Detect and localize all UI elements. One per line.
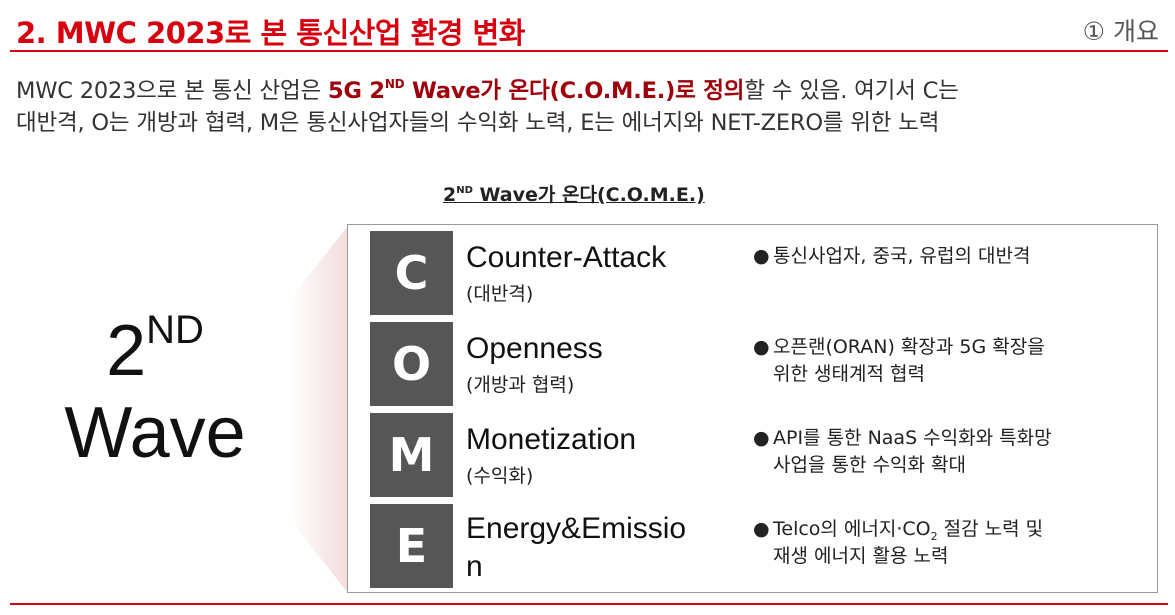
diagram-title: 2ND Wave가 온다(C.O.M.E.) bbox=[443, 180, 705, 207]
come-row-m: M Monetization (수익화) ● API를 통한 NaaS 수익화와… bbox=[348, 413, 1159, 497]
row-korean-term: (개방과 협력) bbox=[466, 374, 575, 396]
row-english-term: Monetization bbox=[466, 423, 637, 456]
desc-subscript: 2 bbox=[930, 530, 938, 543]
desc-text-b: 절감 노력 및 bbox=[937, 518, 1044, 540]
wave-num: 2 bbox=[106, 311, 147, 391]
come-row-o: O Openness (개방과 협력) ● 오픈랜(ORAN) 확장과 5G 확… bbox=[348, 322, 1159, 406]
bottom-divider bbox=[10, 603, 1168, 605]
intro-highlight-a: 5G 2 bbox=[328, 78, 385, 104]
diagram-title-sup: ND bbox=[456, 185, 473, 196]
intro-paragraph: MWC 2023으로 본 통신 산업은 5G 2ND Wave가 온다(C.O.… bbox=[16, 75, 1166, 139]
desc-line: 오픈랜(ORAN) 확장과 5G 확장을 bbox=[773, 336, 1045, 358]
letter-tile: C bbox=[370, 231, 453, 315]
row-description: ● 오픈랜(ORAN) 확장과 5G 확장을 위한 생태계적 협력 bbox=[753, 334, 1148, 388]
row-korean-term: (수익화) bbox=[466, 465, 534, 487]
desc-line: API를 통한 NaaS 수익화와 특화망 bbox=[773, 427, 1052, 449]
row-english-term: Openness bbox=[466, 332, 603, 365]
row-description: ● 통신사업자, 중국, 유럽의 대반격 bbox=[753, 243, 1148, 270]
bullet-dot: ● bbox=[753, 245, 770, 267]
come-box: C Counter-Attack (대반격) ● 통신사업자, 중국, 유럽의 … bbox=[347, 224, 1158, 593]
row-english-term: Counter-Attack bbox=[466, 241, 667, 274]
intro-text-after: 할 수 있음. 여기서 C는 bbox=[744, 78, 959, 104]
desc-line: 위한 생태계적 협력 bbox=[773, 363, 925, 385]
intro-text: MWC 2023으로 본 통신 산업은 bbox=[16, 78, 328, 104]
letter-tile: O bbox=[370, 322, 453, 406]
intro-highlight: 5G 2ND Wave가 온다(C.O.M.E.)로 정의 bbox=[328, 77, 745, 104]
desc-line: Telco의 에너지·CO2 절감 노력 및 bbox=[773, 516, 1148, 543]
intro-highlight-b: Wave가 온다(C.O.M.E.)로 정의 bbox=[404, 78, 745, 104]
come-row-e: E Energy&Emission ● Telco의 에너지·CO2 절감 노력… bbox=[348, 504, 1159, 588]
desc-line: 사업을 통한 수익화 확대 bbox=[773, 454, 966, 476]
connector-wedge bbox=[290, 226, 348, 593]
row-english-term: Energy&Emission bbox=[466, 512, 687, 583]
desc-line: 통신사업자, 중국, 유럽의 대반격 bbox=[773, 245, 1031, 267]
letter-tile: E bbox=[370, 504, 453, 588]
intro-highlight-sup: ND bbox=[384, 77, 405, 91]
section-tag: ① 개요 bbox=[1082, 17, 1159, 46]
bullet-dot: ● bbox=[753, 427, 770, 449]
wave-word: Wave bbox=[64, 393, 246, 473]
bullet-dot: ● bbox=[753, 336, 770, 358]
title-divider bbox=[10, 50, 1168, 52]
intro-line-1: MWC 2023으로 본 통신 산업은 5G 2ND Wave가 온다(C.O.… bbox=[16, 75, 1166, 107]
diagram-title-b: Wave가 온다(C.O.M.E.) bbox=[472, 184, 705, 206]
intro-line-2: 대반격, O는 개방과 협력, M은 통신사업자들의 수익화 노력, E는 에너… bbox=[16, 110, 940, 136]
row-korean-term: (대반격) bbox=[466, 283, 534, 305]
wave-number: 2ND bbox=[40, 310, 270, 392]
wave-sup: ND bbox=[146, 308, 204, 352]
letter-tile: M bbox=[370, 413, 453, 497]
page-title: 2. MWC 2023로 본 통신산업 환경 변화 bbox=[16, 16, 525, 50]
desc-text-a: Telco의 에너지·CO bbox=[773, 518, 931, 540]
desc-line: 재생 에너지 활용 노력 bbox=[773, 545, 949, 567]
wave-label: 2ND Wave bbox=[40, 310, 270, 474]
row-description: ● API를 통한 NaaS 수익화와 특화망 사업을 통한 수익화 확대 bbox=[753, 425, 1148, 479]
row-description: ● Telco의 에너지·CO2 절감 노력 및 재생 에너지 활용 노력 bbox=[753, 516, 1148, 570]
diagram-title-a: 2 bbox=[443, 184, 457, 206]
come-row-c: C Counter-Attack (대반격) ● 통신사업자, 중국, 유럽의 … bbox=[348, 231, 1159, 315]
bullet-dot: ● bbox=[753, 518, 770, 540]
